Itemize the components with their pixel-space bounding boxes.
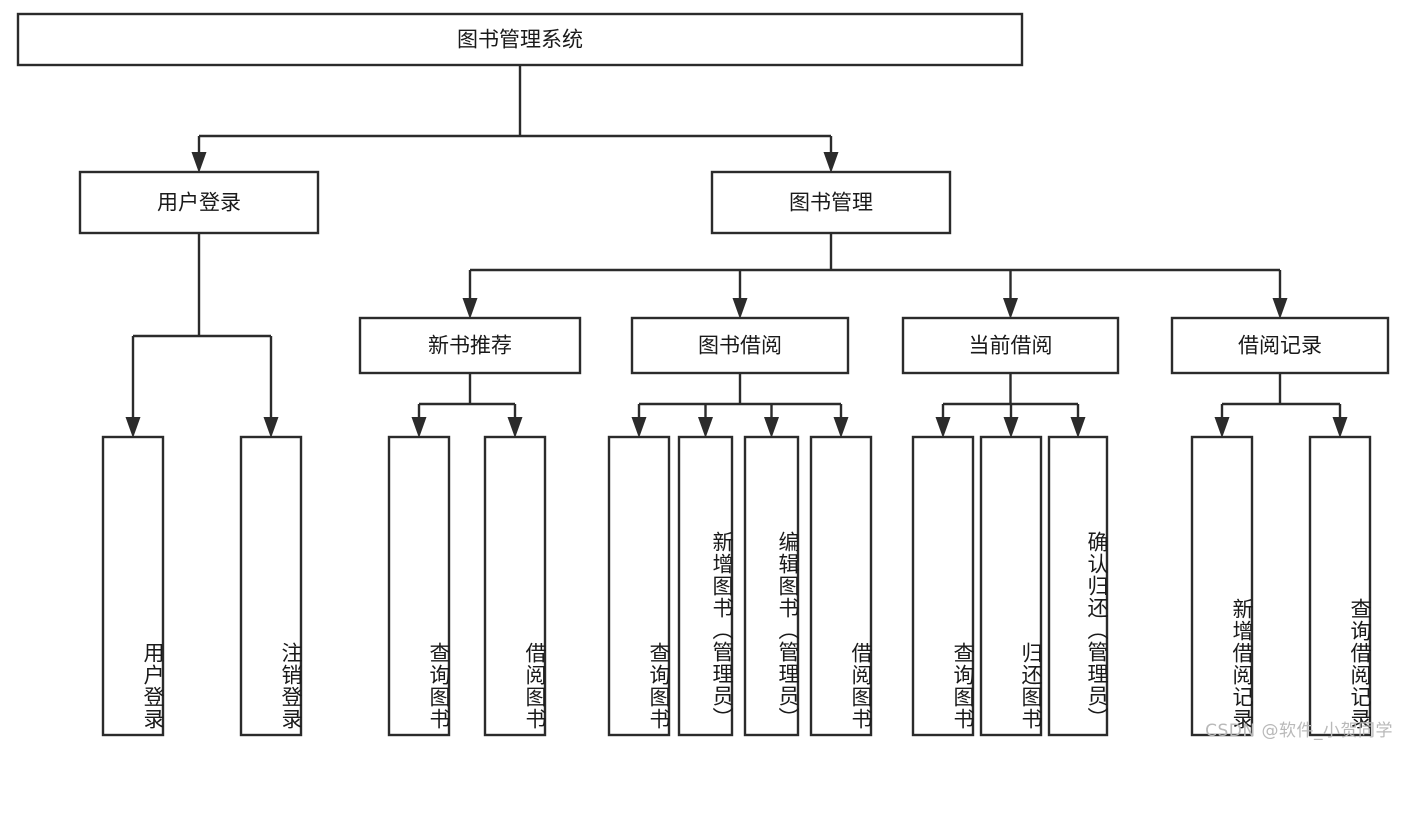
connector-group (125, 233, 279, 438)
node-box[interactable] (16, 12, 1024, 67)
node-lf-3[interactable] (483, 435, 547, 737)
node-l3-2[interactable]: 当前借阅 (901, 316, 1120, 375)
node-box[interactable] (911, 435, 975, 737)
node-box[interactable] (483, 435, 547, 737)
node-l2-0[interactable]: 用户登录 (78, 170, 320, 235)
node-label: 图书管理 (789, 191, 873, 215)
arrow-head-icon (1272, 298, 1288, 319)
node-box[interactable] (239, 435, 303, 737)
node-box[interactable] (710, 170, 952, 235)
node-lf-0[interactable] (101, 435, 165, 737)
arrow-head-icon (1070, 417, 1086, 438)
arrow-head-icon (191, 152, 207, 173)
connector-group (462, 233, 1288, 319)
arrow-head-icon (764, 417, 779, 438)
node-lf-12[interactable] (1308, 435, 1372, 737)
arrow-head-icon (935, 417, 951, 438)
node-label: 新书推荐 (428, 334, 512, 358)
node-box[interactable] (901, 316, 1120, 375)
arrow-head-icon (698, 417, 713, 438)
node-lf-8[interactable] (911, 435, 975, 737)
node-box[interactable] (387, 435, 451, 737)
node-lf-5[interactable] (677, 435, 734, 737)
node-box[interactable] (1170, 316, 1390, 375)
arrow-head-icon (263, 417, 279, 438)
node-lf-9[interactable] (979, 435, 1043, 737)
arrow-head-icon (1214, 417, 1230, 438)
node-lf-7[interactable] (809, 435, 873, 737)
arrow-head-icon (823, 152, 839, 173)
connector-layer (125, 65, 1348, 438)
node-l3-3[interactable]: 借阅记录 (1170, 316, 1390, 375)
arrow-head-icon (1003, 298, 1018, 319)
connector-group (191, 65, 839, 173)
node-label: 用户登录 (157, 191, 241, 215)
arrow-head-icon (411, 417, 427, 438)
connector-group (631, 373, 849, 438)
arrow-head-icon (631, 417, 647, 438)
arrow-head-icon (125, 417, 141, 438)
node-label: 当前借阅 (969, 334, 1053, 358)
node-box[interactable] (743, 435, 800, 737)
node-l2-1[interactable]: 图书管理 (710, 170, 952, 235)
watermark: CSDN @软件_小贺同学 (1205, 721, 1393, 741)
flowchart-diagram: 图书管理系统用户登录图书管理新书推荐图书借阅当前借阅借阅记录 用户登录注销登录查… (16, 12, 1393, 741)
connector-group (411, 373, 523, 438)
node-label: 图书管理系统 (457, 28, 583, 52)
node-box[interactable] (78, 170, 320, 235)
node-box[interactable] (677, 435, 734, 737)
arrow-head-icon (732, 298, 748, 319)
node-l3-1[interactable]: 图书借阅 (630, 316, 850, 375)
node-box[interactable] (101, 435, 165, 737)
node-label: 借阅记录 (1238, 334, 1322, 358)
node-lf-4[interactable] (607, 435, 671, 737)
node-box[interactable] (358, 316, 582, 375)
node-lf-10[interactable] (1047, 435, 1109, 737)
node-box[interactable] (979, 435, 1043, 737)
node-root[interactable]: 图书管理系统 (16, 12, 1024, 67)
node-lf-1[interactable] (239, 435, 303, 737)
arrow-head-icon (507, 417, 523, 438)
node-l3-0[interactable]: 新书推荐 (358, 316, 582, 375)
node-lf-2[interactable] (387, 435, 451, 737)
node-box[interactable] (1308, 435, 1372, 737)
arrow-head-icon (1332, 417, 1348, 438)
node-box[interactable] (607, 435, 671, 737)
node-box[interactable] (809, 435, 873, 737)
node-box[interactable] (1047, 435, 1109, 737)
node-label: 图书借阅 (698, 334, 782, 358)
arrow-head-icon (462, 298, 478, 319)
arrow-head-icon (1003, 417, 1019, 438)
arrow-head-icon (833, 417, 849, 438)
connector-group (1214, 373, 1348, 438)
connector-group (935, 373, 1086, 438)
node-lf-11[interactable] (1190, 435, 1254, 737)
node-box[interactable] (1190, 435, 1254, 737)
node-lf-6[interactable] (743, 435, 800, 737)
node-box[interactable] (630, 316, 850, 375)
